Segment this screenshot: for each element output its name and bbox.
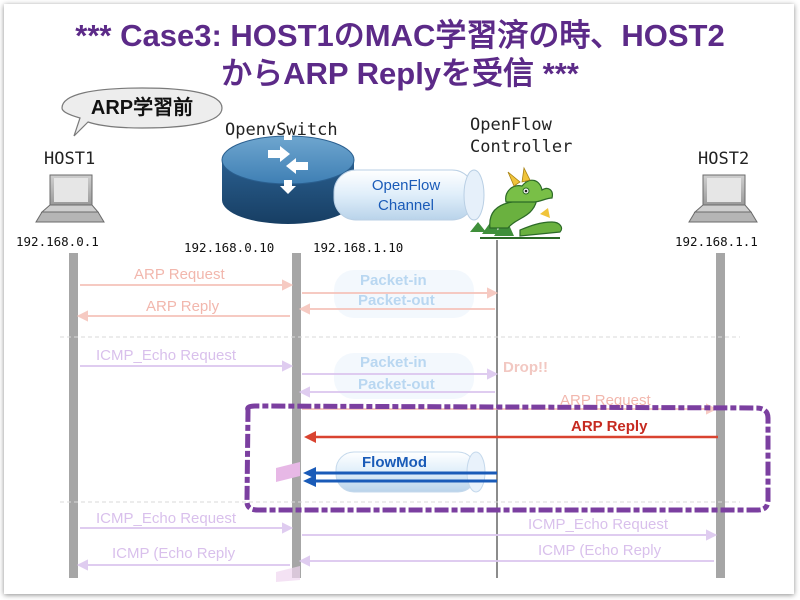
router-icon bbox=[221, 126, 355, 224]
label-arp-reply-1: ARP Reply bbox=[146, 298, 220, 315]
label-icmp-request-1: ICMP_Echo Request bbox=[96, 347, 237, 364]
switch-ip-left: 192.168.0.10 bbox=[184, 240, 275, 255]
host1-lifeline bbox=[69, 253, 78, 578]
arrowhead-arp-request-1 bbox=[282, 279, 294, 291]
flow-table-marker-faded bbox=[276, 566, 300, 582]
label-icmp-request-right: ICMP_Echo Request bbox=[528, 516, 669, 533]
switch-lifeline bbox=[292, 253, 301, 578]
arrowhead-icmp-request-left bbox=[282, 522, 294, 534]
label-icmp-reply-right: ICMP (Echo Reply bbox=[538, 542, 662, 559]
speech-bubble bbox=[61, 87, 223, 137]
highlight-box bbox=[244, 403, 771, 513]
faded-pipe-2 bbox=[334, 353, 474, 399]
arrowhead-packet-out-2 bbox=[298, 386, 310, 398]
arrowhead-flowmod-2 bbox=[303, 475, 316, 487]
bubble-text: ARP学習前 bbox=[90, 97, 194, 119]
arrowhead-packet-out-1 bbox=[298, 303, 310, 315]
controller-label-line2: Controller bbox=[470, 137, 573, 157]
slide-title-line1: *** Case3: HOST1のMAC学習済の時、HOST2 bbox=[75, 18, 725, 53]
label-icmp-request-left: ICMP_Echo Request bbox=[96, 510, 237, 527]
host1-laptop-icon bbox=[35, 174, 105, 223]
label-packet-out-2: Packet-out bbox=[358, 376, 435, 393]
arrowhead-flowmod-1 bbox=[303, 467, 316, 479]
channel-label-line2: Channel bbox=[378, 197, 434, 214]
label-flowmod: FlowMod bbox=[362, 454, 427, 471]
arrowhead-arp-reply-1 bbox=[76, 310, 88, 322]
arrowhead-packet-in-2 bbox=[487, 368, 499, 380]
flow-table-marker bbox=[276, 462, 300, 482]
label-packet-in-2: Packet-in bbox=[360, 354, 427, 371]
label-drop: Drop!! bbox=[503, 359, 548, 376]
channel-label: OpenFlow Channel bbox=[346, 176, 466, 216]
host2-laptop-icon bbox=[688, 174, 758, 223]
switch-label: OpenvSwitch bbox=[225, 120, 338, 140]
host1-label: HOST1 bbox=[44, 149, 96, 169]
controller-label-line1: OpenFlow bbox=[470, 115, 552, 135]
label-icmp-reply-left: ICMP (Echo Reply bbox=[112, 545, 236, 562]
arrowhead-icmp-reply-left bbox=[76, 559, 88, 571]
label-arp-request-1: ARP Request bbox=[134, 266, 225, 283]
arrowhead-icmp-reply-right bbox=[298, 555, 310, 567]
arrowhead-packet-in-1 bbox=[487, 287, 499, 299]
label-packet-out-1: Packet-out bbox=[358, 292, 435, 309]
switch-ip-right: 192.168.1.10 bbox=[313, 240, 404, 255]
slide-title-line2: からARP Replyを受信 *** bbox=[221, 56, 579, 91]
label-arp-reply-active: ARP Reply bbox=[571, 418, 648, 435]
label-arp-request-2: ARP Request bbox=[560, 392, 651, 409]
openflow-channel-pipe bbox=[333, 169, 485, 221]
label-packet-in-1: Packet-in bbox=[360, 272, 427, 289]
host2-lifeline bbox=[716, 253, 725, 578]
host2-label: HOST2 bbox=[698, 149, 750, 169]
host2-ip: 192.168.1.1 bbox=[675, 234, 758, 249]
channel-label-line1: OpenFlow bbox=[371, 177, 441, 194]
host1-ip: 192.168.0.1 bbox=[16, 234, 99, 249]
arrowhead-arp-reply-active bbox=[304, 431, 316, 443]
arrowhead-icmp-request-right bbox=[706, 529, 718, 541]
dragon-controller-icon bbox=[470, 166, 563, 239]
arrowhead-icmp-request-1 bbox=[282, 360, 294, 372]
